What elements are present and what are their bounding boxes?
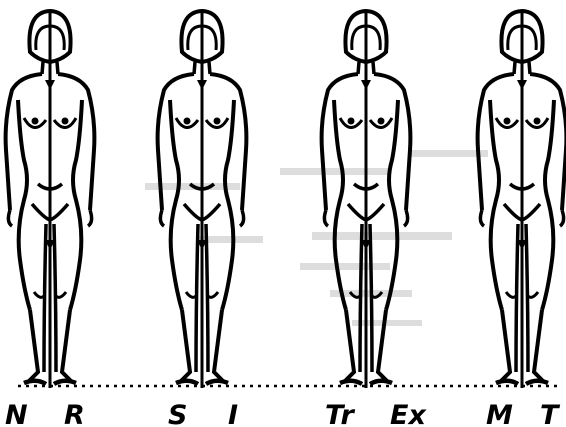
figure-3-label-right: Ex (390, 400, 427, 427)
figure-2-label-right: I (228, 400, 238, 427)
figure-1 (6, 10, 95, 388)
figure-1-label-right: R (64, 400, 85, 427)
figure-2 (158, 10, 247, 388)
figure-4-label-right: T (540, 400, 561, 427)
figure-4-label-left: M (486, 400, 513, 427)
figure-1-label-left: N (5, 400, 28, 427)
figure-3 (322, 10, 411, 388)
figure-2-label-left: S (168, 400, 187, 427)
figure-3-label-left: Tr (325, 400, 355, 427)
figure-4 (478, 10, 566, 388)
